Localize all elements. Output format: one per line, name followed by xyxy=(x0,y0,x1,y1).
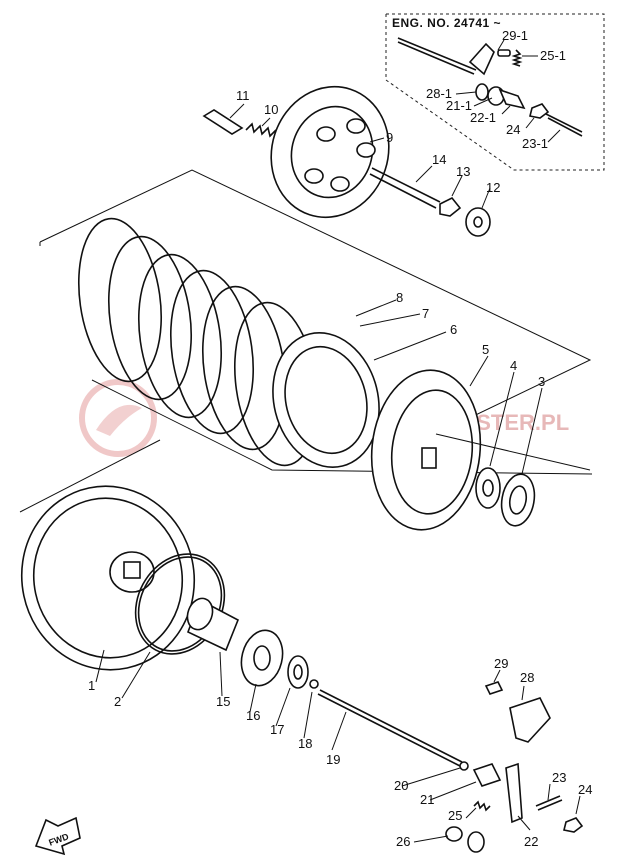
callout-1: 1 xyxy=(88,678,95,693)
callout-25: 25 xyxy=(448,808,462,823)
callout-12: 12 xyxy=(486,180,500,195)
inset-header: ENG. NO. 24741 ~ xyxy=(392,16,501,30)
callout-28-1: 28-1 xyxy=(426,86,452,101)
callout-21-1: 21-1 xyxy=(446,98,472,113)
push-rod-assembly: 14 13 12 xyxy=(369,152,500,237)
plate-stack: 8 7 6 xyxy=(39,169,593,475)
callout-23: 23 xyxy=(552,770,566,785)
callout-24-inset: 24 xyxy=(506,122,520,137)
callout-29-1: 29-1 xyxy=(502,28,528,43)
callout-26: 26 xyxy=(396,834,410,849)
callout-24: 24 xyxy=(578,782,592,797)
callout-25-1: 25-1 xyxy=(540,48,566,63)
clutch-housing-assembly: 1 2 xyxy=(20,485,226,709)
fwd-direction-arrow: FWD xyxy=(34,816,81,856)
inset-box: ENG. NO. 24741 ~ 29-1 25-1 28-1 21-1 22-… xyxy=(385,13,605,171)
pressure-plate-assembly: 11 10 9 xyxy=(202,85,393,219)
callout-4: 4 xyxy=(510,358,517,373)
callout-17: 17 xyxy=(270,722,284,737)
callout-19: 19 xyxy=(326,752,340,767)
clutch-boss-assembly: 5 4 3 xyxy=(370,342,545,531)
callout-13: 13 xyxy=(456,164,470,179)
guide-line-left xyxy=(19,439,161,513)
callout-2: 2 xyxy=(114,694,121,709)
callout-8: 8 xyxy=(396,290,403,305)
callout-9: 9 xyxy=(386,130,393,145)
shaft-assembly: 15 16 17 18 19 xyxy=(186,597,463,767)
callout-22-1: 22-1 xyxy=(470,110,496,125)
guide-line-right xyxy=(435,433,591,471)
callout-6: 6 xyxy=(450,322,457,337)
callout-11: 11 xyxy=(236,88,250,103)
callout-10: 10 xyxy=(264,102,278,117)
callout-7: 7 xyxy=(422,306,429,321)
callout-18: 18 xyxy=(298,736,312,751)
callout-3: 3 xyxy=(538,374,545,389)
callout-22: 22 xyxy=(524,834,538,849)
callout-16: 16 xyxy=(246,708,260,723)
callout-29: 29 xyxy=(494,656,508,671)
callout-14: 14 xyxy=(432,152,446,167)
callout-20: 20 xyxy=(394,778,408,793)
callout-15: 15 xyxy=(216,694,230,709)
callout-28: 28 xyxy=(520,670,534,685)
callout-5: 5 xyxy=(482,342,489,357)
callout-21: 21 xyxy=(420,792,434,807)
callout-23-1: 23-1 xyxy=(522,136,548,151)
release-mechanism: 20 21 22 23 24 25 26 28 29 xyxy=(394,656,592,853)
